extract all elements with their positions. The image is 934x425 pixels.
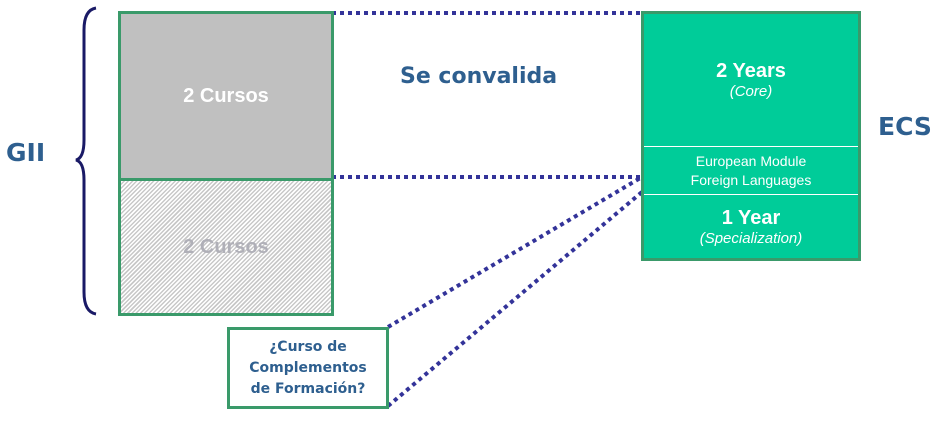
complement-line3: de Formación? bbox=[250, 380, 366, 397]
spec-subtitle: (Specialization) bbox=[699, 229, 803, 247]
gii-label: GII bbox=[6, 138, 46, 167]
gii-block: 2 Cursos 2 Cursos bbox=[118, 11, 334, 316]
complement-line2: Complementos bbox=[249, 359, 367, 376]
dotted-line-complement-top bbox=[386, 175, 644, 329]
module-line2: Foreign Languages bbox=[690, 171, 812, 188]
complement-line1: ¿Curso de bbox=[269, 338, 347, 355]
core-title: 2 Years bbox=[716, 59, 786, 82]
gii-brace bbox=[75, 6, 97, 316]
complement-text: ¿Curso de Complementos de Formación? bbox=[249, 337, 367, 400]
gii-remaining-courses: 2 Cursos bbox=[121, 181, 331, 313]
module-line1: European Module bbox=[695, 152, 807, 169]
ecs-label: ECS bbox=[878, 112, 932, 141]
complement-course-box: ¿Curso de Complementos de Formación? bbox=[227, 327, 389, 409]
ecs-specialization-section: 1 Year (Specialization) bbox=[644, 195, 858, 258]
ecs-core-section: 2 Years (Core) bbox=[644, 14, 858, 145]
spec-title: 1 Year bbox=[721, 206, 781, 229]
ecs-block: 2 Years (Core) European Module Foreign L… bbox=[641, 11, 861, 261]
gii-validated-courses: 2 Cursos bbox=[121, 14, 331, 181]
core-subtitle: (Core) bbox=[729, 82, 773, 100]
ecs-module-section: European Module Foreign Languages bbox=[644, 146, 858, 195]
se-convalida-label: Se convalida bbox=[400, 64, 558, 89]
dotted-line-complement-bottom bbox=[386, 190, 644, 408]
